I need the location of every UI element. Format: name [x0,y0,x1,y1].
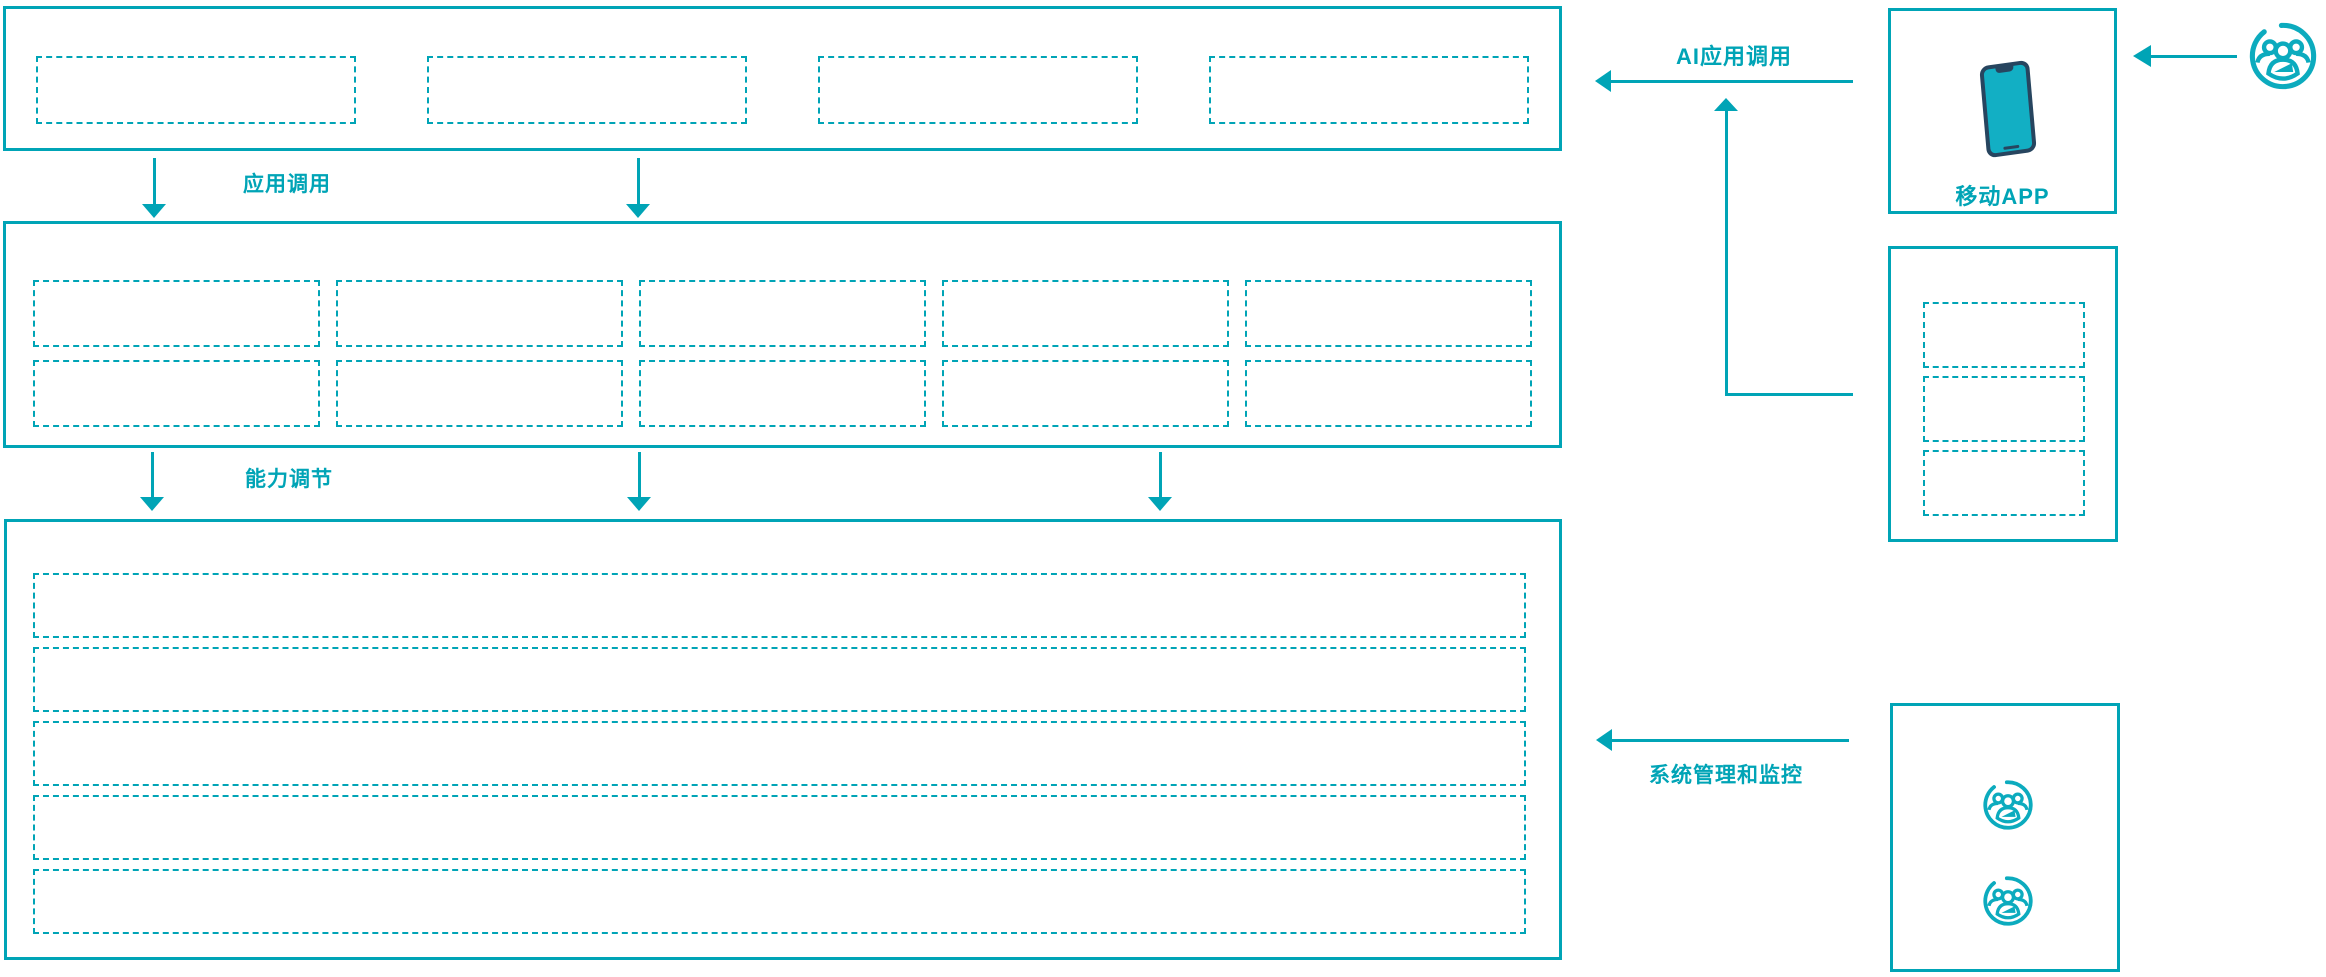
placeholder-box [33,721,1526,786]
system-monitor-arrow-line [1611,739,1849,742]
flow-arrow-capability-1-head [140,497,164,511]
flow-arrow-capability-2-line [638,452,641,498]
mobile-app-label: 移动APP [1955,184,2050,209]
placeholder-box [1209,56,1529,124]
app-call-label: 应用调用 [243,173,331,196]
smartphone-icon [1979,59,2037,159]
placeholder-box [818,56,1138,124]
resource-layer-rows [7,522,1559,934]
placeholder-box [427,56,747,124]
flow-arrow-app-call-1-head [142,204,166,218]
admin-box [1890,703,2120,972]
placeholder-box [36,56,356,124]
placeholder-box [1245,280,1532,347]
flow-arrow-capability-1-line [151,452,154,498]
system-monitor-arrow-head [1596,729,1612,751]
placeholder-box [33,795,1526,860]
component-up-arrow-head [1714,98,1738,111]
ai-app-call-arrow-head [1595,70,1611,92]
placeholder-box [33,869,1526,934]
flow-arrow-capability-3-head [1148,497,1172,511]
flow-arrow-capability-2-head [627,497,651,511]
system-monitor-label: 系统管理和监控 [1649,764,1803,787]
component-elbow-line [1725,393,1853,396]
capability-layer [3,221,1562,448]
phone-home-bar [2003,144,2020,150]
flow-arrow-app-call-1-line [153,158,156,205]
placeholder-box [1923,376,2085,442]
ai-app-call-arrow-line [1610,80,1853,83]
component-stack-items [1891,249,2115,516]
placeholder-box [942,360,1229,427]
component-stack-box [1888,246,2118,542]
placeholder-box [639,360,926,427]
users-group-icon [1983,876,2033,926]
placeholder-box [1923,450,2085,516]
ai-app-call-label: AI应用调用 [1676,44,1793,69]
mobile-app-box: 移动APP [1888,8,2117,214]
placeholder-box [33,360,320,427]
placeholder-box [1923,302,2085,368]
flow-arrow-app-call-2-line [637,158,640,205]
placeholder-box [1245,360,1532,427]
placeholder-box [336,280,623,347]
phone-notch [1995,64,2014,74]
user-arrow-line [2150,55,2237,58]
users-group-icon [1983,780,2033,830]
placeholder-box [639,280,926,347]
capability-layer-boxes [6,224,1559,427]
placeholder-box [336,360,623,427]
placeholder-box [33,573,1526,638]
external-users-group-icon [2249,22,2317,90]
placeholder-box [942,280,1229,347]
resource-layer [4,519,1562,960]
placeholder-box [33,280,320,347]
flow-arrow-capability-3-line [1159,452,1162,498]
flow-arrow-app-call-2-head [626,204,650,218]
capability-adjust-label: 能力调节 [245,468,333,491]
component-up-arrow-line [1725,110,1728,395]
placeholder-box [33,647,1526,712]
user-arrow-head [2133,45,2151,67]
application-layer-boxes [6,9,1559,124]
application-layer [3,6,1562,151]
